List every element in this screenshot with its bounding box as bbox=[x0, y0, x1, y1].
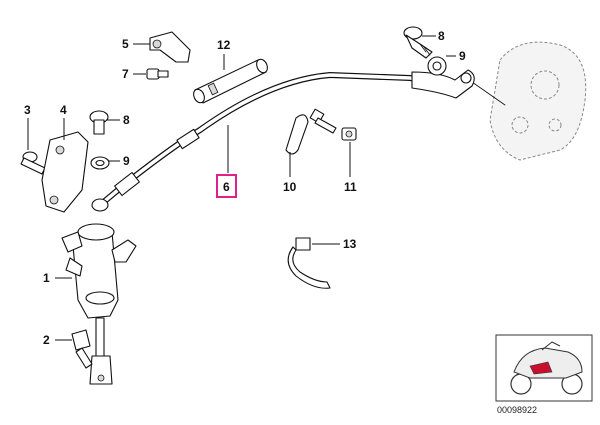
thumbnail-frame bbox=[495, 334, 593, 402]
banjo-bolt-left bbox=[89, 110, 109, 135]
highlight-box-part-6 bbox=[216, 174, 237, 198]
leader-lines bbox=[27, 35, 456, 341]
label-7: 7 bbox=[122, 67, 129, 81]
label-8-right: 8 bbox=[438, 29, 445, 43]
label-6: 6 bbox=[223, 180, 230, 194]
clip-nut bbox=[341, 127, 357, 141]
bolt-left bbox=[20, 151, 46, 175]
mounting-plate bbox=[41, 131, 89, 213]
label-12: 12 bbox=[217, 38, 231, 52]
label-10: 10 bbox=[283, 180, 297, 194]
screw-small bbox=[146, 68, 169, 80]
banjo-bolt-right bbox=[403, 26, 433, 59]
cable-tie bbox=[287, 237, 331, 289]
label-9-left: 9 bbox=[123, 154, 130, 168]
brake-caliper bbox=[489, 41, 587, 161]
brake-hose bbox=[97, 69, 475, 208]
motorcycle-icon bbox=[510, 341, 583, 395]
label-11: 11 bbox=[344, 180, 357, 194]
washer-right bbox=[427, 56, 447, 76]
hose-fitting bbox=[71, 329, 93, 369]
label-1: 1 bbox=[43, 271, 50, 285]
bracket bbox=[149, 31, 191, 63]
hose-sleeve bbox=[193, 58, 268, 104]
label-8-left: 8 bbox=[123, 113, 130, 127]
clip-screw bbox=[309, 108, 337, 134]
document-id: 00098922 bbox=[497, 405, 537, 415]
label-2: 2 bbox=[43, 333, 50, 347]
label-4: 4 bbox=[60, 103, 67, 117]
label-13: 13 bbox=[343, 237, 357, 251]
label-5: 5 bbox=[122, 37, 129, 51]
washer-left bbox=[90, 156, 110, 170]
label-3: 3 bbox=[24, 103, 31, 117]
part-labels: 5 7 12 3 4 8 9 6 10 11 13 1 2 8 9 bbox=[24, 29, 466, 347]
hose-clip bbox=[285, 114, 309, 155]
caliper-connection-line bbox=[471, 81, 506, 106]
label-9-right: 9 bbox=[459, 49, 466, 63]
master-cylinder bbox=[61, 198, 137, 385]
